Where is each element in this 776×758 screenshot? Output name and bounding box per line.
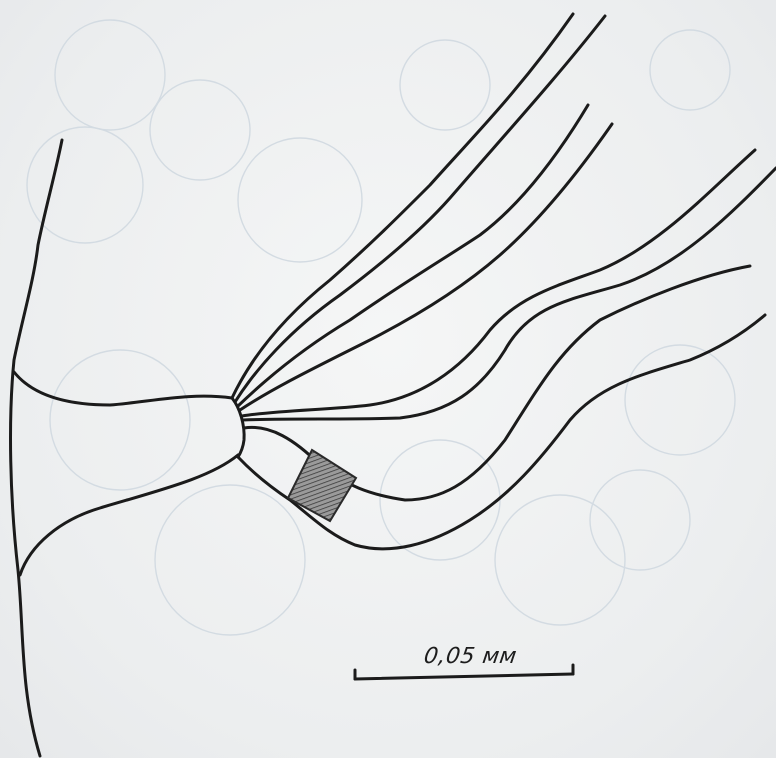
shaded-band: [288, 450, 356, 521]
background-cells: [27, 20, 735, 635]
fiber-3: [238, 105, 588, 406]
fiber-5: [242, 150, 755, 416]
fiber-2: [235, 16, 605, 402]
lower-branch: [20, 455, 238, 575]
upper-branch: [14, 372, 232, 405]
main-fiber: [11, 140, 62, 756]
scale-bar-label: 0,05 мм: [422, 644, 518, 669]
fiber-4: [240, 124, 612, 410]
